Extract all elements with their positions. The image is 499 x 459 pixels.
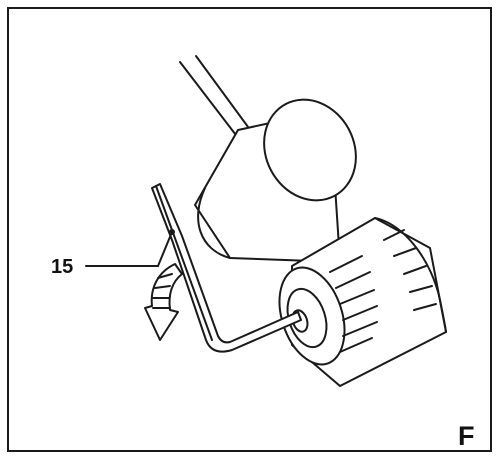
figure-letter: F	[458, 421, 475, 451]
callout-dot	[169, 229, 175, 235]
hex-key	[151, 183, 302, 353]
callout-number-15: 15	[51, 256, 74, 278]
drill-body	[194, 98, 357, 263]
callout-leader-line-2	[157, 231, 173, 267]
drill-chuck	[278, 217, 447, 387]
rotation-arrow-icon	[144, 263, 183, 341]
